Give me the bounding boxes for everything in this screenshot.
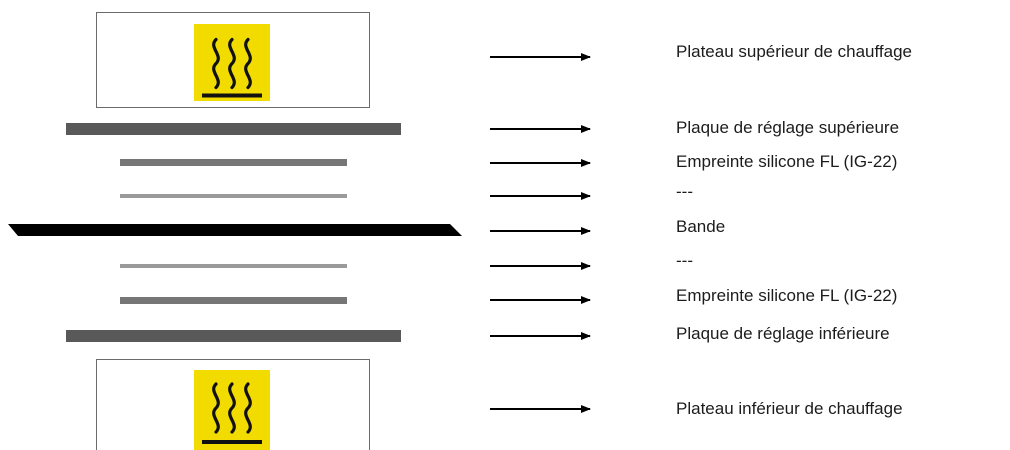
label-lower-silicone-imprint: Empreinte silicone FL (IG-22)	[676, 286, 898, 305]
hot-surface-glyph	[202, 382, 262, 444]
band	[8, 224, 462, 236]
label-band: Bande	[676, 217, 726, 236]
label-upper-heating-platen: Plateau supérieur de chauffage	[676, 42, 912, 61]
lower-silicone-imprint	[120, 297, 347, 304]
label-upper-adjustment-plate: Plaque de réglage supérieure	[676, 118, 900, 137]
upper-silicone-imprint	[120, 159, 347, 166]
hot-surface-icon	[194, 370, 270, 450]
label-lower-spacer: ---	[676, 251, 693, 270]
label-lower-heating-platen: Plateau inférieur de chauffage	[676, 399, 903, 418]
lower-adjustment-plate	[66, 330, 401, 342]
upper-spacer-layer	[120, 194, 347, 198]
label-upper-silicone-imprint: Empreinte silicone FL (IG-22)	[676, 152, 898, 171]
label-lower-adjustment-plate: Plaque de réglage inférieure	[676, 324, 890, 343]
upper-adjustment-plate	[66, 123, 401, 135]
hot-surface-icon	[194, 24, 270, 101]
lower-spacer-layer	[120, 264, 347, 268]
hot-surface-glyph	[202, 37, 262, 98]
label-upper-spacer: ---	[676, 182, 693, 201]
